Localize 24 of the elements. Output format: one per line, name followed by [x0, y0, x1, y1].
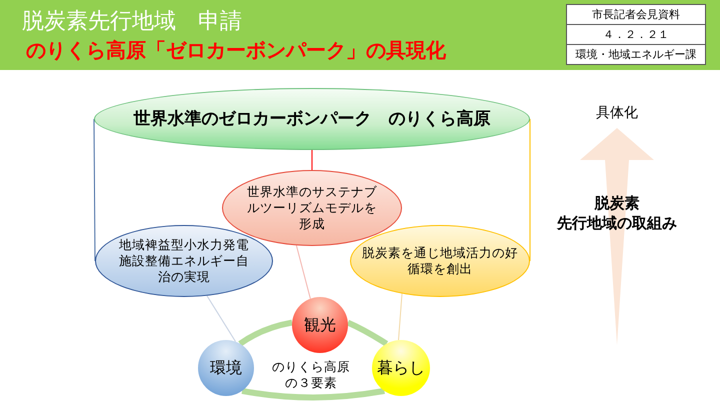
ring-label: のりくら高原の３要素 — [271, 359, 351, 392]
info-cell: 市長記者会見資料 — [567, 5, 705, 25]
node-text: 脱炭素を通じ地域活力の好循環を創出 — [361, 244, 519, 278]
connector-line — [238, 320, 293, 346]
node-text: 世界水準のサステナブルツーリズムモデルを形成 — [246, 184, 378, 232]
connector-line — [398, 293, 402, 341]
element-circle — [198, 340, 254, 396]
node-text: 暮らし — [377, 358, 425, 378]
subtitle: のりくら高原「ゼロカーボンパーク」の具現化 — [26, 37, 446, 64]
connector-line — [242, 388, 385, 400]
arrow-label: 具体化 — [595, 104, 639, 122]
info-cell: ４．２．２１ — [567, 25, 705, 45]
arrow-label: 先行地域の取組み — [556, 214, 678, 233]
node-text: 地域裨益型小水力発電施設整備エネルギー自治の実現 — [118, 236, 250, 286]
element-circle — [372, 340, 430, 396]
connector-line — [296, 244, 311, 300]
arrow-label: 脱炭素 — [593, 194, 640, 213]
node-text: 観光 — [304, 314, 336, 336]
node-text: 世界水準のゼロカーボンパーク のりくら高原 — [134, 108, 490, 130]
connector-line — [346, 320, 388, 346]
info-cell: 環境・地域エネルギー課 — [567, 45, 705, 65]
connector-line — [206, 295, 236, 342]
title: 脱炭素先行地域 申請 — [22, 8, 242, 36]
node-text: 環境 — [210, 358, 242, 378]
